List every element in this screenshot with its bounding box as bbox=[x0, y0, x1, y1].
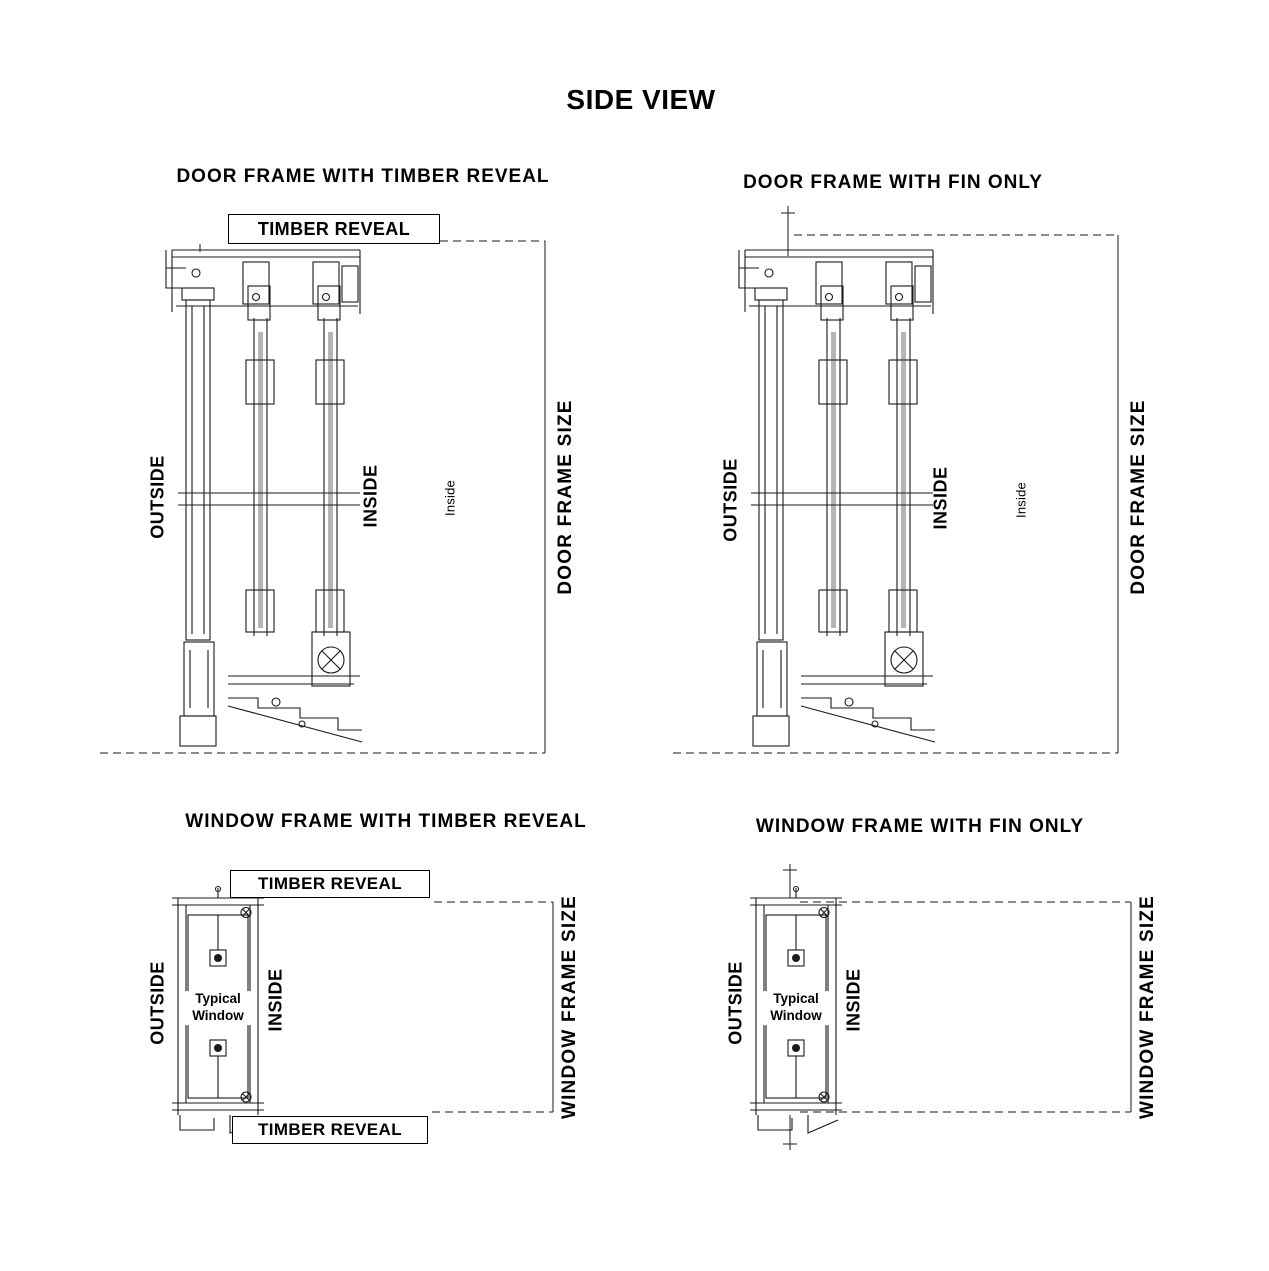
panel-heading: WINDOW FRAME WITH TIMBER REVEAL bbox=[185, 811, 587, 832]
timber-reveal-callout: TIMBER REVEAL bbox=[228, 214, 440, 244]
window-frame-size-label: WINDOW FRAME SIZE bbox=[559, 894, 580, 1120]
window-frame-size-label: WINDOW FRAME SIZE bbox=[1137, 894, 1158, 1120]
timber-reveal-bottom-callout: TIMBER REVEAL bbox=[232, 1116, 428, 1144]
inside-label: INSIDE bbox=[930, 466, 951, 530]
inside-label: INSIDE bbox=[265, 968, 286, 1032]
inside-note: Inside bbox=[1013, 482, 1029, 518]
outside-label: OUTSIDE bbox=[147, 455, 168, 539]
outside-label: OUTSIDE bbox=[720, 458, 741, 542]
outside-label: OUTSIDE bbox=[725, 961, 746, 1045]
inside-note: Inside bbox=[442, 480, 458, 516]
inside-label: INSIDE bbox=[843, 968, 864, 1032]
door-frame-size-label: DOOR FRAME SIZE bbox=[555, 399, 576, 595]
typical-window-label: Typical Window bbox=[181, 991, 255, 1025]
timber-reveal-label: TIMBER REVEAL bbox=[257, 874, 403, 893]
timber-reveal-label: TIMBER REVEAL bbox=[257, 1120, 403, 1139]
panel-heading: DOOR FRAME WITH TIMBER REVEAL bbox=[176, 166, 550, 187]
page-title: SIDE VIEW bbox=[566, 84, 716, 115]
panel-heading: WINDOW FRAME WITH FIN ONLY bbox=[755, 816, 1085, 837]
timber-reveal-top-callout: TIMBER REVEAL bbox=[230, 870, 430, 898]
inside-label: INSIDE bbox=[360, 464, 381, 528]
outside-label: OUTSIDE bbox=[147, 961, 168, 1045]
typical-window-label: Typical Window bbox=[759, 991, 833, 1025]
timber-reveal-label: TIMBER REVEAL bbox=[257, 218, 411, 239]
panel-heading: DOOR FRAME WITH FIN ONLY bbox=[743, 172, 1043, 193]
door-frame-size-label: DOOR FRAME SIZE bbox=[1128, 399, 1149, 595]
